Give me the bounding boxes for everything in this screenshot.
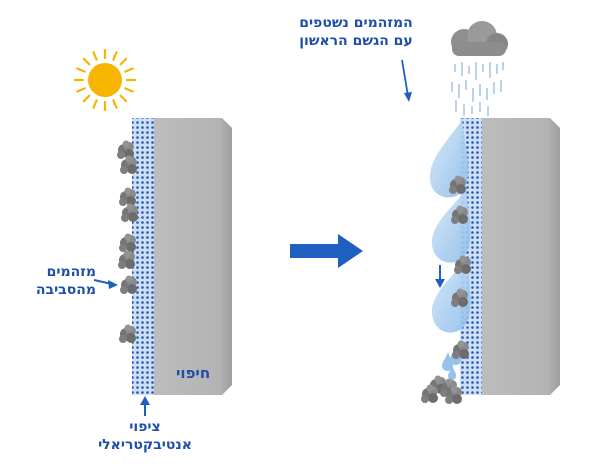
pollutants-label-line1: מזהמים	[46, 264, 96, 280]
washed-pointer-arrow	[401, 59, 412, 102]
coating-pointer-arrow	[140, 396, 150, 416]
wall-before	[132, 118, 232, 395]
coating-label-line1: ציפוי	[129, 419, 161, 435]
washed-label-line1: המזהמים נשטפים	[299, 15, 413, 31]
right-arrow-icon	[290, 234, 363, 268]
flow-down-arrow	[435, 265, 445, 288]
tiles-label: חיפוי	[176, 364, 211, 382]
coating-label: ציפוי אנטיבקטריאלי	[84, 418, 206, 454]
pollutants-label: מזהמים מהסביבה	[14, 263, 96, 299]
sun-icon	[73, 48, 137, 112]
rain-icon	[451, 62, 504, 116]
washed-label: המזהמים נשטפים עם הגשם הראשון	[282, 14, 430, 50]
wall-after	[460, 118, 560, 395]
washed-label-line2: עם הגשם הראשון	[299, 33, 413, 49]
coating-label-line2: אנטיבקטריאלי	[98, 437, 192, 453]
pollutants-label-line2: מהסביבה	[35, 282, 96, 298]
cloud-icon	[451, 21, 508, 56]
pollutant-pointer-arrow	[93, 279, 118, 289]
